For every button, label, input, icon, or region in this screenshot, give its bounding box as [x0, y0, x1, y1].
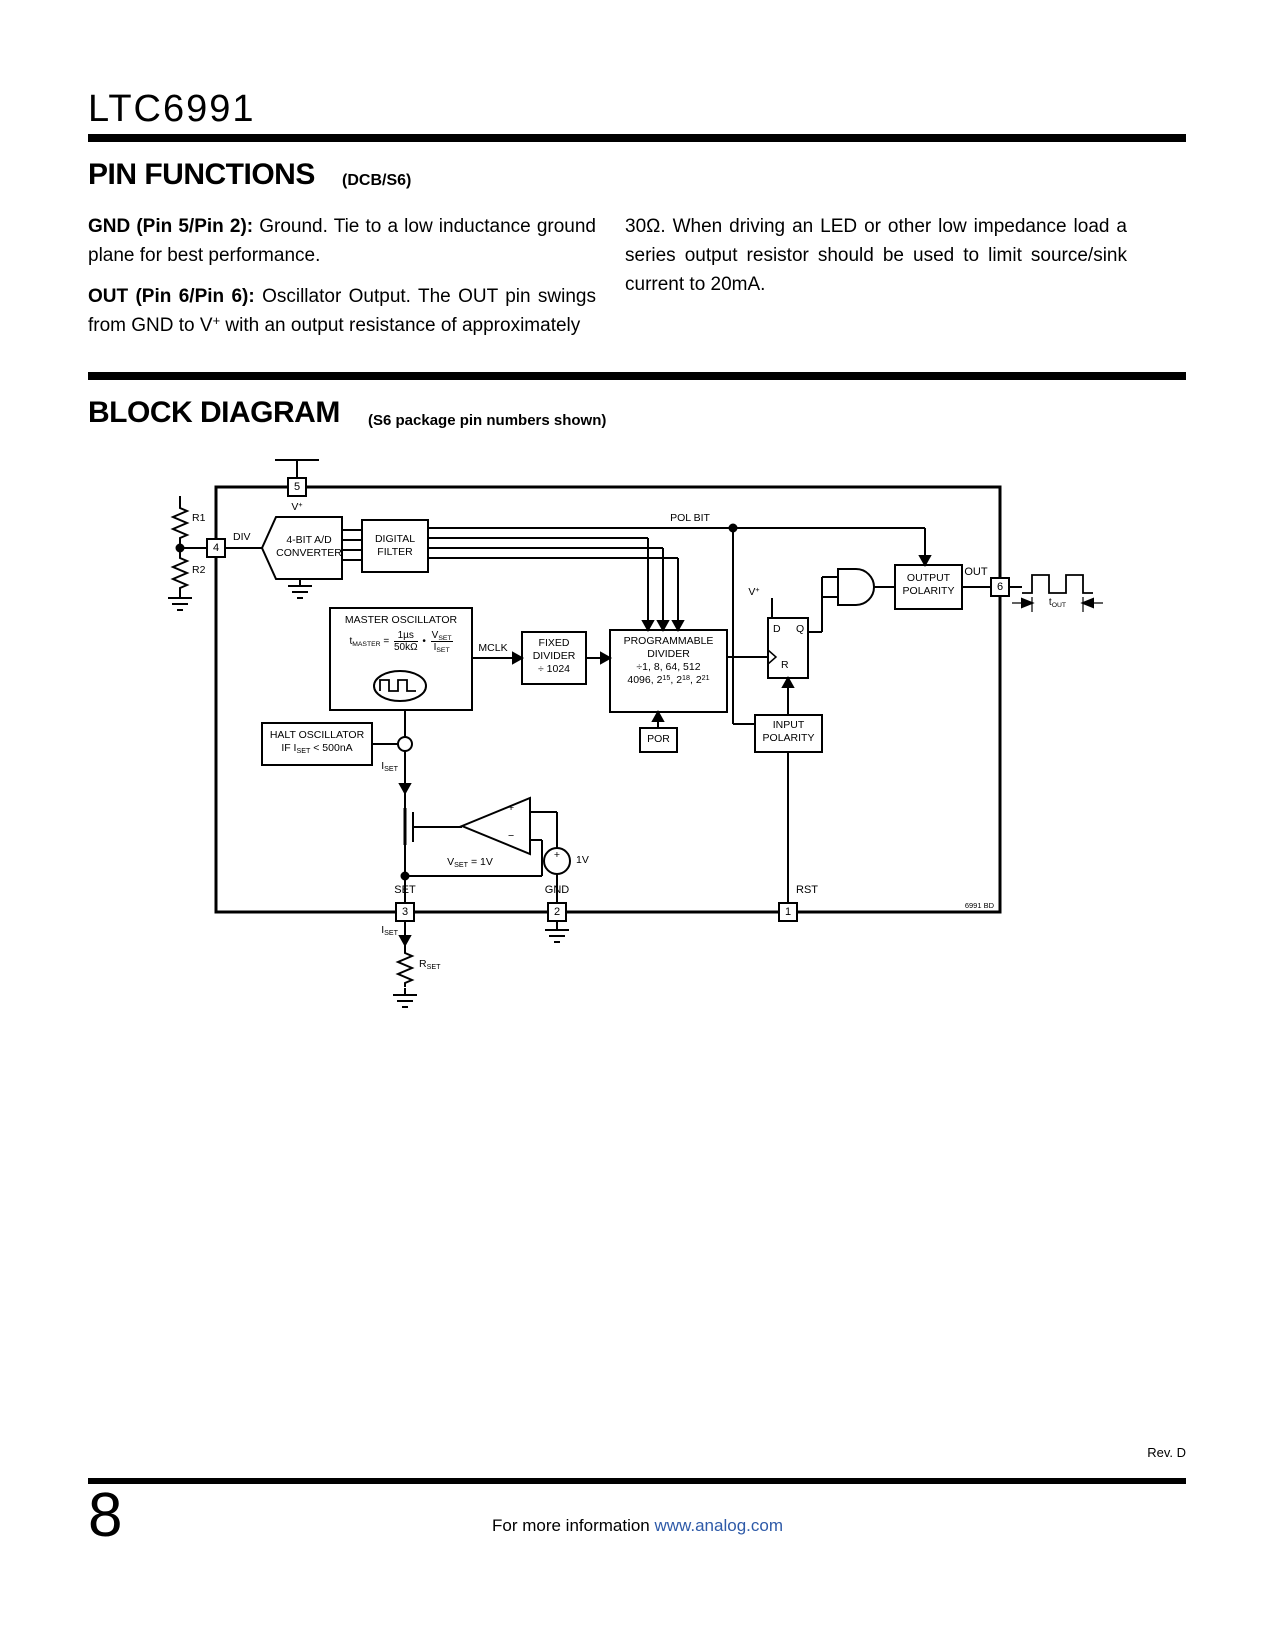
set-label: SET [394, 884, 416, 896]
tout-label: tOUT [1048, 597, 1067, 610]
q-to-gate-wires [808, 576, 838, 633]
opamp-plus-wire [530, 811, 558, 848]
opamp-plus-label: + [508, 802, 515, 814]
rset-label: RSET [419, 958, 441, 972]
gnd-pin-ground [545, 922, 569, 943]
pin-3: 3 [395, 902, 415, 922]
header-rule [88, 134, 1186, 142]
arrowhead [1021, 597, 1035, 609]
footer-rule [88, 1478, 1186, 1484]
master-oscillator-title: MASTER OSCILLATOR [344, 614, 458, 626]
vplus-label-ff: V+ [748, 585, 760, 598]
r2-label: R2 [192, 564, 206, 576]
iset-label-lower: ISET [381, 924, 398, 938]
and-gate-shape [837, 568, 875, 606]
arrowhead [651, 709, 665, 722]
arrowhead [512, 651, 525, 665]
footer-info-text: For more information [491, 1516, 655, 1535]
digital-filter-shape [361, 519, 429, 573]
pin-1: 1 [778, 902, 798, 922]
tout-measure-lines [1012, 597, 1103, 612]
arrowhead [641, 620, 655, 633]
block-diagram-subtitle: (S6 package pin numbers shown) [368, 412, 607, 429]
out-pin-text-1: Oscillator Output. The OUT pin swings fr… [88, 286, 597, 336]
halt-oscillator-label: HALT OSCILLATOR IF ISET < 500nA [269, 729, 365, 756]
filter-output-bus [428, 527, 926, 630]
ff-d-label: D [773, 623, 781, 635]
output-waveform-glyph [1022, 574, 1093, 594]
arrowhead [656, 620, 670, 633]
gnd-label: GND [544, 884, 570, 896]
out-pin-text-2: with an output resistance of approximate… [220, 315, 581, 336]
current-node-symbol [397, 736, 413, 752]
clock-wedge [767, 649, 778, 665]
out-pin-paragraph: OUT (Pin 6/Pin 6): Oscillator Output. Th… [88, 282, 596, 341]
arrowhead [671, 620, 685, 633]
vset-label: VSET = 1V [447, 856, 493, 870]
footer-info: For more information www.analog.com [0, 1516, 1275, 1536]
gnd-pin-paragraph: GND (Pin 5/Pin 2): Ground. Tie to a low … [88, 212, 596, 270]
block-diagram-title: BLOCK DIAGRAM [88, 396, 340, 429]
pin-5: 5 [287, 477, 307, 497]
vplus-rail [275, 459, 319, 477]
opamp-minus-label: − [508, 830, 515, 842]
pin-2: 2 [547, 902, 567, 922]
pin-functions-title: PIN FUNCTIONS [88, 158, 315, 191]
adc-filter-bus [342, 529, 362, 561]
input-polarity-shape [754, 714, 823, 753]
adc-ground [288, 579, 312, 599]
oscillator-symbol [373, 670, 427, 702]
junction-dot [175, 543, 185, 553]
mclk-label: MCLK [478, 642, 508, 654]
arrowhead [1080, 597, 1094, 609]
gnd-pin-text: Ground. Tie to a low inductance ground p… [88, 216, 596, 266]
ff-q-label: Q [796, 623, 805, 635]
part-number: LTC6991 [88, 88, 256, 130]
div-label: DIV [233, 531, 251, 543]
r1-label: R1 [192, 512, 206, 524]
arrowhead [918, 555, 932, 568]
one-volt-label: 1V [576, 854, 589, 866]
iset-label-upper: ISET [381, 760, 398, 774]
polbit-to-input-polarity [732, 528, 755, 725]
out-pin-lead: OUT (Pin 6/Pin 6): [88, 286, 255, 307]
vplus-label-pin5: V+ [291, 500, 303, 513]
footer-analog-link[interactable]: www.analog.com [654, 1516, 783, 1535]
gnd-pin-lead: GND (Pin 5/Pin 2): [88, 216, 254, 237]
out-pin-paragraph-cont: 30Ω. When driving an LED or other low im… [625, 216, 1127, 295]
arrowhead [398, 783, 412, 796]
opamp-feedback-wire [405, 839, 543, 877]
pin-4: 4 [206, 538, 226, 558]
pin-6: 6 [990, 577, 1010, 597]
section-rule [88, 372, 1186, 380]
vplus-superscript: + [212, 313, 221, 329]
page-number: 8 [88, 1481, 123, 1550]
arrowhead [781, 675, 795, 688]
revision-label: Rev. D [1147, 1445, 1186, 1460]
ff-r-label: R [781, 659, 789, 671]
por-label: POR [647, 733, 670, 745]
source-plus-label: + [553, 849, 561, 861]
programmable-divider-shape [609, 629, 728, 713]
rst-label: RST [796, 884, 818, 896]
mosfet-gate [412, 812, 462, 842]
out-label: OUT [964, 566, 988, 578]
arrowhead [398, 935, 412, 948]
chip-outline [214, 485, 1002, 914]
square-wave-glyph [379, 679, 416, 692]
adc-block-shape [260, 516, 343, 580]
diagram-id-note: 6991 BD [964, 901, 994, 910]
pol-bit-label: POL BIT [670, 512, 710, 524]
opamp-shape [459, 796, 531, 856]
pin-functions-package: (DCB/S6) [342, 172, 412, 189]
arrowhead [600, 651, 613, 665]
